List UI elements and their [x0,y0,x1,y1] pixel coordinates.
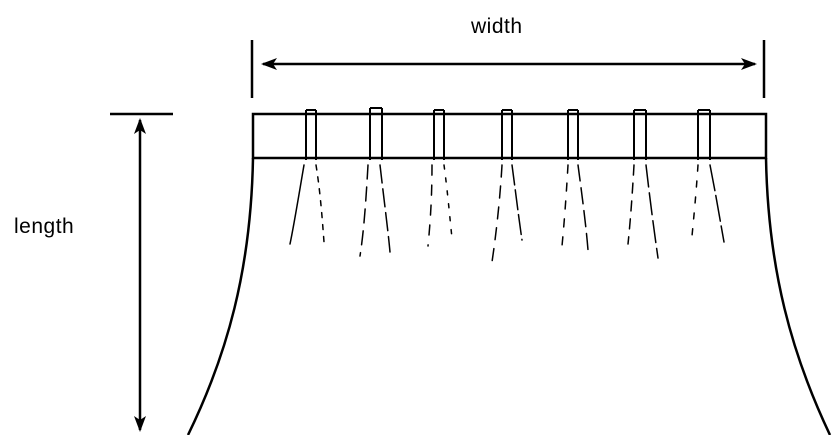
curtain-heading [251,112,768,160]
pleat-tab [501,109,513,160]
fold-line [511,164,523,241]
fold-line [577,164,589,251]
pleat-tab [697,109,711,160]
fold-line [645,164,659,259]
curtain-folds [289,164,725,263]
pleat-tab [433,109,445,160]
pleat-tab [633,109,647,160]
width-label: width [471,15,523,38]
curtain [186,107,832,435]
curtain-left-side [186,157,255,435]
fold-line [443,164,453,239]
curtain-right-side [764,157,832,435]
fold-line [691,164,699,237]
fold-line [709,164,725,243]
fold-line [561,164,569,247]
pleat-tab [567,109,579,160]
fold-line [427,164,433,247]
pleat-tabs [305,107,711,160]
fold-line [627,164,635,245]
fold-line [379,164,391,253]
fold-line [491,164,503,263]
fold-line [315,164,325,243]
pleat-tab [369,107,383,160]
fold-line [359,164,369,257]
fold-line [289,164,305,245]
length-label: length [14,215,75,238]
pleat-tab [305,109,317,160]
width-dimension [250,40,766,98]
length-dimension [110,112,173,432]
